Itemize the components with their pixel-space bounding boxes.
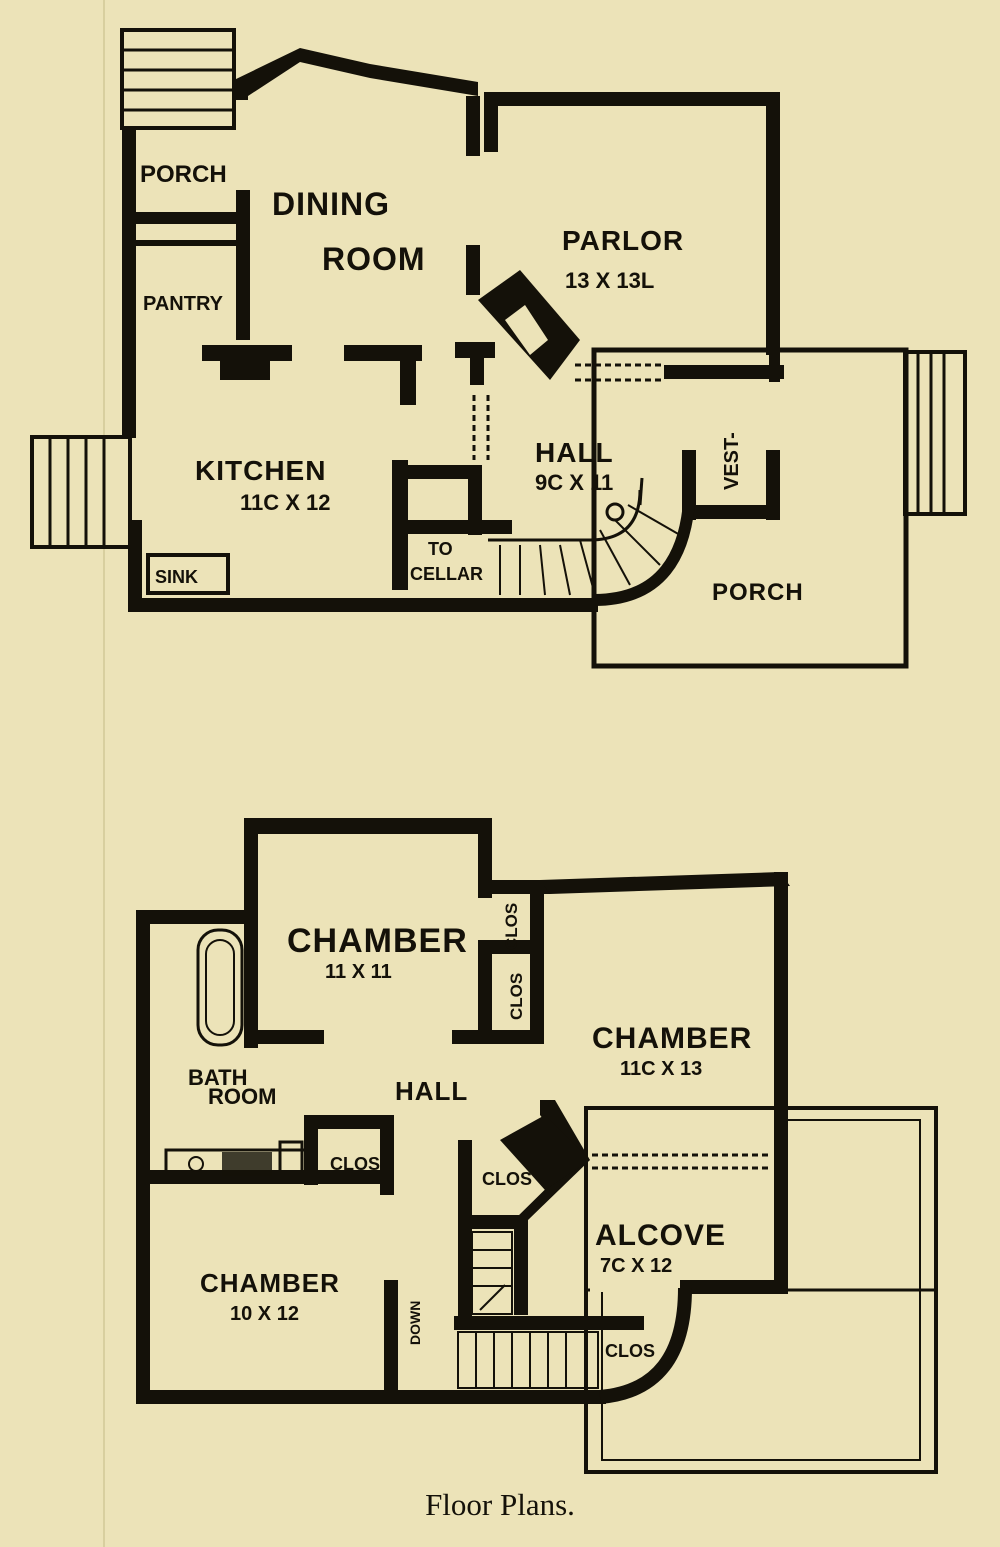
bathtub [196, 928, 244, 1047]
hall-dimensions: 9C X 11 [535, 470, 613, 495]
wall [470, 355, 484, 385]
wall [540, 872, 790, 894]
closet-label-4: CLOS [482, 1169, 532, 1189]
wall [478, 940, 542, 954]
sink-box [146, 553, 230, 595]
wall [380, 1115, 394, 1195]
wall [452, 1030, 542, 1044]
side-steps-left [30, 435, 132, 549]
hall-label: HALL [535, 437, 614, 468]
wall [455, 342, 495, 358]
wall [234, 80, 248, 100]
to-cellar-label-line1: TO [428, 539, 453, 559]
curved-wall [599, 1287, 692, 1404]
bath-room-label-line1: BATH [188, 1065, 247, 1090]
dining-room-label-line2: ROOM [322, 241, 426, 277]
vestibule-label: VEST- [721, 432, 743, 490]
wall [484, 92, 498, 152]
wall [458, 1140, 472, 1330]
closet-label-5: CLOS [605, 1341, 655, 1361]
second-floor-stairs [457, 1231, 599, 1389]
chamber-top-label: CHAMBER [287, 922, 468, 960]
front-steps-right [903, 350, 967, 516]
wall [136, 1390, 606, 1404]
closet-label-3: CLOS [330, 1154, 380, 1174]
down-label: DOWN [407, 1301, 423, 1345]
to-cellar-label-line2: CELLAR [410, 564, 483, 584]
wall [514, 1215, 528, 1315]
parlor-dimensions: 13 X 13L [565, 268, 654, 293]
chamber-bottom-dimensions: 10 X 12 [230, 1303, 299, 1325]
wall [774, 872, 788, 1292]
wall [136, 910, 150, 1402]
bay-wall [234, 48, 478, 96]
wall [244, 818, 258, 1048]
wall [244, 1030, 324, 1044]
sink-label: SINK [155, 567, 198, 587]
parlor-label: PARLOR [562, 225, 684, 256]
stove [220, 355, 270, 380]
figure-caption: Floor Plans. [425, 1487, 575, 1522]
porch-left-label: PORCH [140, 161, 227, 188]
stair-treads [499, 504, 681, 596]
chamber-right-label: CHAMBER [592, 1022, 752, 1055]
wall [766, 92, 780, 382]
chamber-top-dimensions: 11 X 11 [325, 961, 392, 983]
wall [766, 450, 780, 520]
wall [400, 345, 416, 405]
wall [680, 1280, 788, 1294]
wall [392, 520, 512, 534]
wall [384, 1280, 398, 1400]
wall [466, 96, 480, 156]
wall [478, 940, 492, 1040]
wall [514, 1100, 590, 1220]
wall [128, 520, 142, 612]
wall [458, 1215, 528, 1229]
wall [244, 818, 492, 834]
alcove-label: ALCOVE [595, 1219, 726, 1252]
porch-right-label: PORCH [712, 579, 804, 606]
pantry-label: PANTRY [143, 293, 224, 315]
second-floor-plan: CHAMBER 11 X 11 CLOS CLOS CHAMBER 11C X … [136, 818, 938, 1474]
wall [136, 910, 248, 924]
wall [136, 212, 236, 224]
chamber-right-dimensions: 11C X 13 [620, 1058, 702, 1080]
washstand [164, 1148, 308, 1180]
kitchen-label: KITCHEN [195, 455, 326, 486]
chimney [500, 1115, 590, 1190]
wall [664, 365, 784, 379]
second-hall-label: HALL [395, 1076, 468, 1106]
chamber-bottom-label: CHAMBER [200, 1268, 340, 1298]
wall [136, 240, 236, 246]
up-arrow [638, 477, 644, 506]
first-floor-plan: PORCH DINING ROOM PANTRY PARLOR 13 X 13L… [30, 28, 967, 669]
porch-outline [591, 347, 909, 669]
wall [128, 598, 598, 612]
wall [484, 92, 780, 106]
alcove-dimensions: 7C X 12 [600, 1255, 672, 1277]
wall [466, 245, 480, 295]
wall [530, 880, 544, 1044]
toilet [278, 1140, 304, 1176]
newel-post [605, 502, 625, 522]
closet-label-1: CLOS [502, 903, 521, 950]
wall [454, 1316, 644, 1330]
bath-room-label-line2: ROOM [208, 1084, 276, 1109]
closet-label-2: CLOS [507, 973, 526, 1020]
wall [236, 190, 250, 340]
wall [468, 465, 482, 535]
back-steps-top [120, 28, 236, 130]
wall [122, 128, 136, 438]
wall [392, 465, 482, 479]
curved-stair-wall [593, 479, 696, 606]
dining-room-label-line1: DINING [272, 186, 390, 222]
wall [682, 505, 780, 519]
wall [478, 818, 492, 898]
wall [304, 1115, 394, 1129]
kitchen-dimensions: 11C X 12 [240, 490, 331, 515]
